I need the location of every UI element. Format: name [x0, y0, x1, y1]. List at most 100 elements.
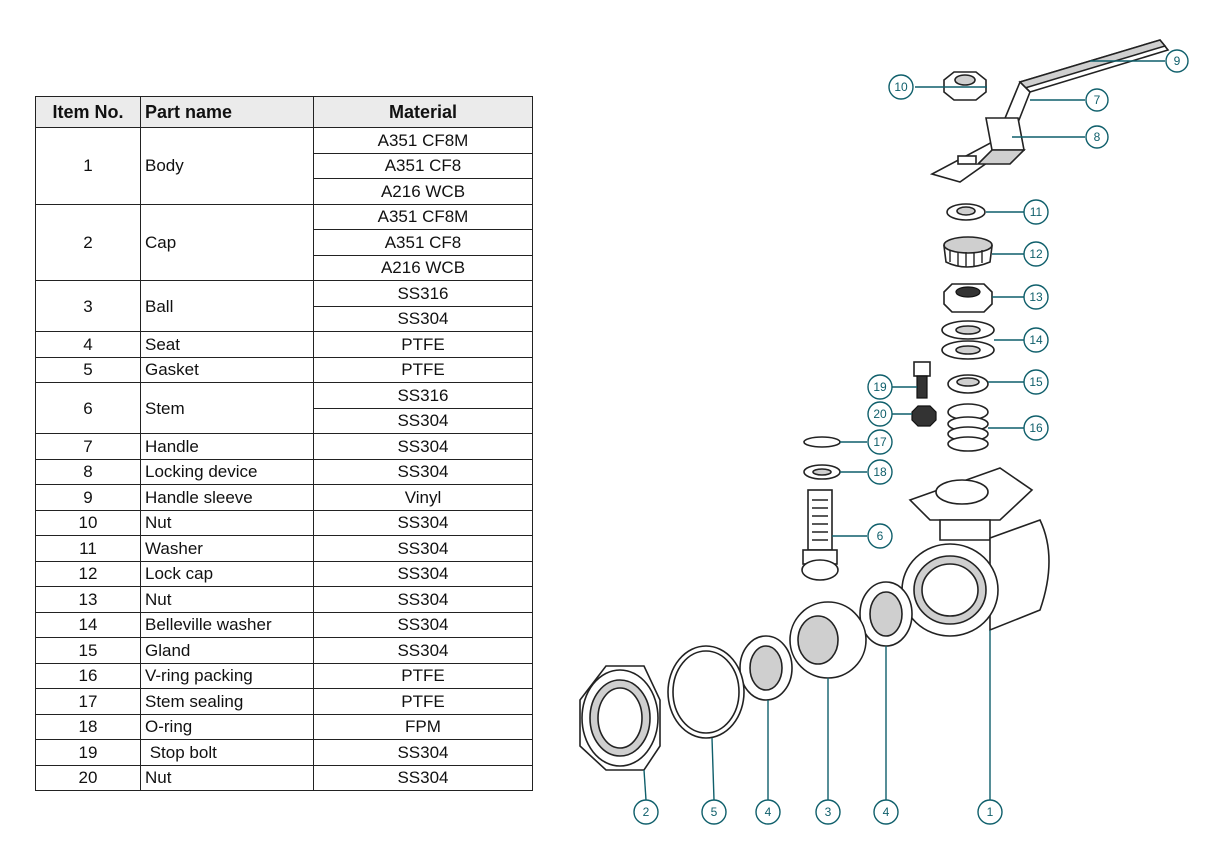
part-name-cell: Gland — [140, 637, 314, 664]
material-cell: PTFE — [313, 688, 533, 715]
material-cell: SS316 — [313, 382, 533, 409]
callout-16: 16 — [1023, 415, 1049, 441]
part-name-cell: Handle — [140, 433, 314, 460]
part-name-cell: O-ring — [140, 713, 314, 740]
callout-7: 7 — [1085, 88, 1109, 112]
callout-11-label: 11 — [1030, 205, 1043, 219]
callout-2: 2 — [633, 799, 659, 825]
nut-10-illustration — [943, 71, 987, 101]
seat-4-left-illustration — [739, 635, 793, 701]
part-name-cell: Body — [140, 127, 314, 205]
material-cell: SS304 — [313, 586, 533, 613]
callout-4-left-label: 4 — [765, 805, 772, 819]
callout-6: 6 — [867, 523, 893, 549]
item-no-cell: 4 — [35, 331, 141, 358]
part-name-cell: Nut — [140, 764, 314, 791]
part-name-cell: Lock cap — [140, 560, 314, 587]
item-no-cell: 12 — [35, 560, 141, 587]
material-cell: PTFE — [313, 331, 533, 358]
callout-12-label: 12 — [1029, 247, 1043, 261]
material-cell: SS304 — [313, 611, 533, 638]
part-name-cell: Handle sleeve — [140, 484, 314, 511]
callout-1-label: 1 — [987, 805, 994, 819]
material-cell: SS304 — [313, 637, 533, 664]
callout-9-label: 9 — [1174, 54, 1181, 68]
material-cell: SS304 — [313, 560, 533, 587]
part-name-cell: V-ring packing — [140, 662, 314, 689]
material-cell: SS316 — [313, 280, 533, 307]
item-no-cell: 16 — [35, 662, 141, 689]
part-name-cell: Stem sealing — [140, 688, 314, 715]
callout-4-right: 4 — [873, 799, 899, 825]
callout-1: 1 — [977, 799, 1003, 825]
material-cell: A351 CF8 — [313, 229, 533, 256]
stem-sealing-17-illustration — [803, 436, 841, 448]
part-name-cell: Gasket — [140, 356, 314, 383]
table-row: A216 WCB — [36, 254, 533, 281]
material-cell: SS304 — [313, 509, 533, 536]
table-row: SS304 — [36, 407, 533, 434]
item-no-cell: 6 — [35, 382, 141, 434]
callout-4-left: 4 — [755, 799, 781, 825]
item-no-cell: 10 — [35, 509, 141, 536]
callout-8-label: 8 — [1094, 130, 1101, 144]
item-no-cell: 9 — [35, 484, 141, 511]
part-name-cell: Cap — [140, 203, 314, 281]
callout-18-label: 18 — [873, 465, 887, 479]
material-cell: SS304 — [313, 458, 533, 485]
table-header-row: Item No. Part name Material — [35, 96, 533, 128]
callout-20: 20 — [867, 401, 893, 427]
part-name-cell: Ball — [140, 280, 314, 332]
callout-17-label: 17 — [873, 435, 887, 449]
callout-13-label: 13 — [1029, 290, 1043, 304]
item-no-cell: 2 — [35, 203, 141, 281]
callout-17: 17 — [867, 429, 893, 455]
leader-lines — [643, 60, 1165, 801]
callout-14-label: 14 — [1029, 333, 1043, 347]
callout-11: 11 — [1023, 199, 1049, 225]
handle-illustration — [929, 39, 1170, 183]
nut-20-illustration — [911, 405, 937, 427]
ball-3-illustration — [789, 601, 867, 679]
material-cell: SS304 — [313, 764, 533, 791]
material-cell: A351 CF8M — [313, 127, 533, 154]
part-name-cell: Nut — [140, 509, 314, 536]
callout-2-label: 2 — [643, 805, 650, 819]
item-no-cell: 1 — [35, 127, 141, 205]
material-cell: SS304 — [313, 433, 533, 460]
part-name-cell: Locking device — [140, 458, 314, 485]
item-no-cell: 14 — [35, 611, 141, 638]
stem-6-illustration — [801, 489, 839, 581]
material-cell: A216 WCB — [313, 254, 533, 281]
part-name-cell: Seat — [140, 331, 314, 358]
part-name-cell: Nut — [140, 586, 314, 613]
callout-12: 12 — [1023, 241, 1049, 267]
callout-4-right-label: 4 — [883, 805, 890, 819]
item-no-cell: 15 — [35, 637, 141, 664]
v-ring-packing-16-illustration — [947, 403, 989, 452]
part-name-cell: Stem — [140, 382, 314, 434]
callout-5: 5 — [701, 799, 727, 825]
item-no-cell: 3 — [35, 280, 141, 332]
callout-9: 9 — [1165, 49, 1189, 73]
material-cell: SS304 — [313, 739, 533, 766]
callout-7-label: 7 — [1094, 93, 1101, 107]
callout-10: 10 — [888, 74, 914, 100]
item-no-cell: 5 — [35, 356, 141, 383]
material-cell: A216 WCB — [313, 178, 533, 205]
